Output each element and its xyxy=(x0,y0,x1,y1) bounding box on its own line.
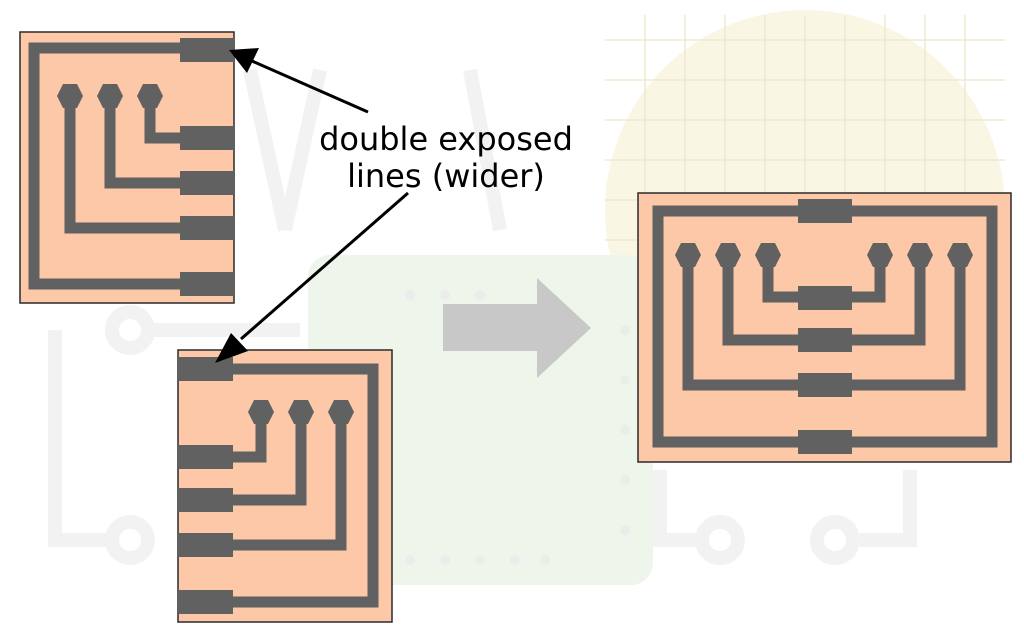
pad xyxy=(798,430,852,454)
board-bottom-vias xyxy=(248,400,354,424)
via-pad xyxy=(907,243,933,267)
annotation-line-2: lines (wider) xyxy=(347,157,545,195)
pad xyxy=(180,171,234,195)
pad xyxy=(798,199,852,223)
watermark-dots xyxy=(405,290,630,565)
board-combined xyxy=(637,192,1012,463)
pad xyxy=(180,126,234,150)
board-top-left-traces xyxy=(28,42,183,290)
board-top-left-pads xyxy=(180,38,234,296)
via-pad xyxy=(675,243,701,267)
pad xyxy=(178,357,233,381)
via-pad xyxy=(97,84,123,108)
arrowhead-icon xyxy=(229,48,259,73)
via-pad xyxy=(288,400,314,424)
board-combined-vias xyxy=(675,243,973,267)
leader-line-top xyxy=(251,59,369,114)
board-combined-pads xyxy=(798,199,852,454)
pad xyxy=(798,328,852,352)
right-arrow-icon xyxy=(443,278,591,378)
via-pad xyxy=(137,84,163,108)
board-combined-substrate xyxy=(637,192,1012,463)
pad xyxy=(180,216,234,240)
board-top-left-vias xyxy=(57,84,163,108)
leader-arrows xyxy=(215,48,409,363)
board-top-left-substrate xyxy=(19,31,235,304)
pad xyxy=(178,533,233,557)
arrowhead-icon xyxy=(215,333,248,363)
via-pad xyxy=(328,400,354,424)
pad xyxy=(180,272,234,296)
pad xyxy=(178,590,233,614)
via-pad xyxy=(867,243,893,267)
via-pad xyxy=(947,243,973,267)
annotation-line-1: double exposed xyxy=(319,120,573,158)
pad xyxy=(178,445,233,469)
via-pad xyxy=(248,400,274,424)
board-bottom-substrate xyxy=(177,349,393,623)
via-pad xyxy=(57,84,83,108)
pad xyxy=(180,38,234,62)
pad xyxy=(178,488,233,512)
pad xyxy=(798,286,852,310)
watermark-circuit xyxy=(48,68,917,565)
pad xyxy=(798,373,852,397)
board-bottom-traces xyxy=(232,363,379,608)
via-pad xyxy=(755,243,781,267)
annotation-label: double exposed lines (wider) xyxy=(319,120,573,195)
board-bottom-pads xyxy=(178,357,233,614)
via-pad xyxy=(715,243,741,267)
board-top-left xyxy=(19,31,235,304)
leader-line-bottom xyxy=(240,191,409,341)
board-bottom xyxy=(177,349,393,623)
